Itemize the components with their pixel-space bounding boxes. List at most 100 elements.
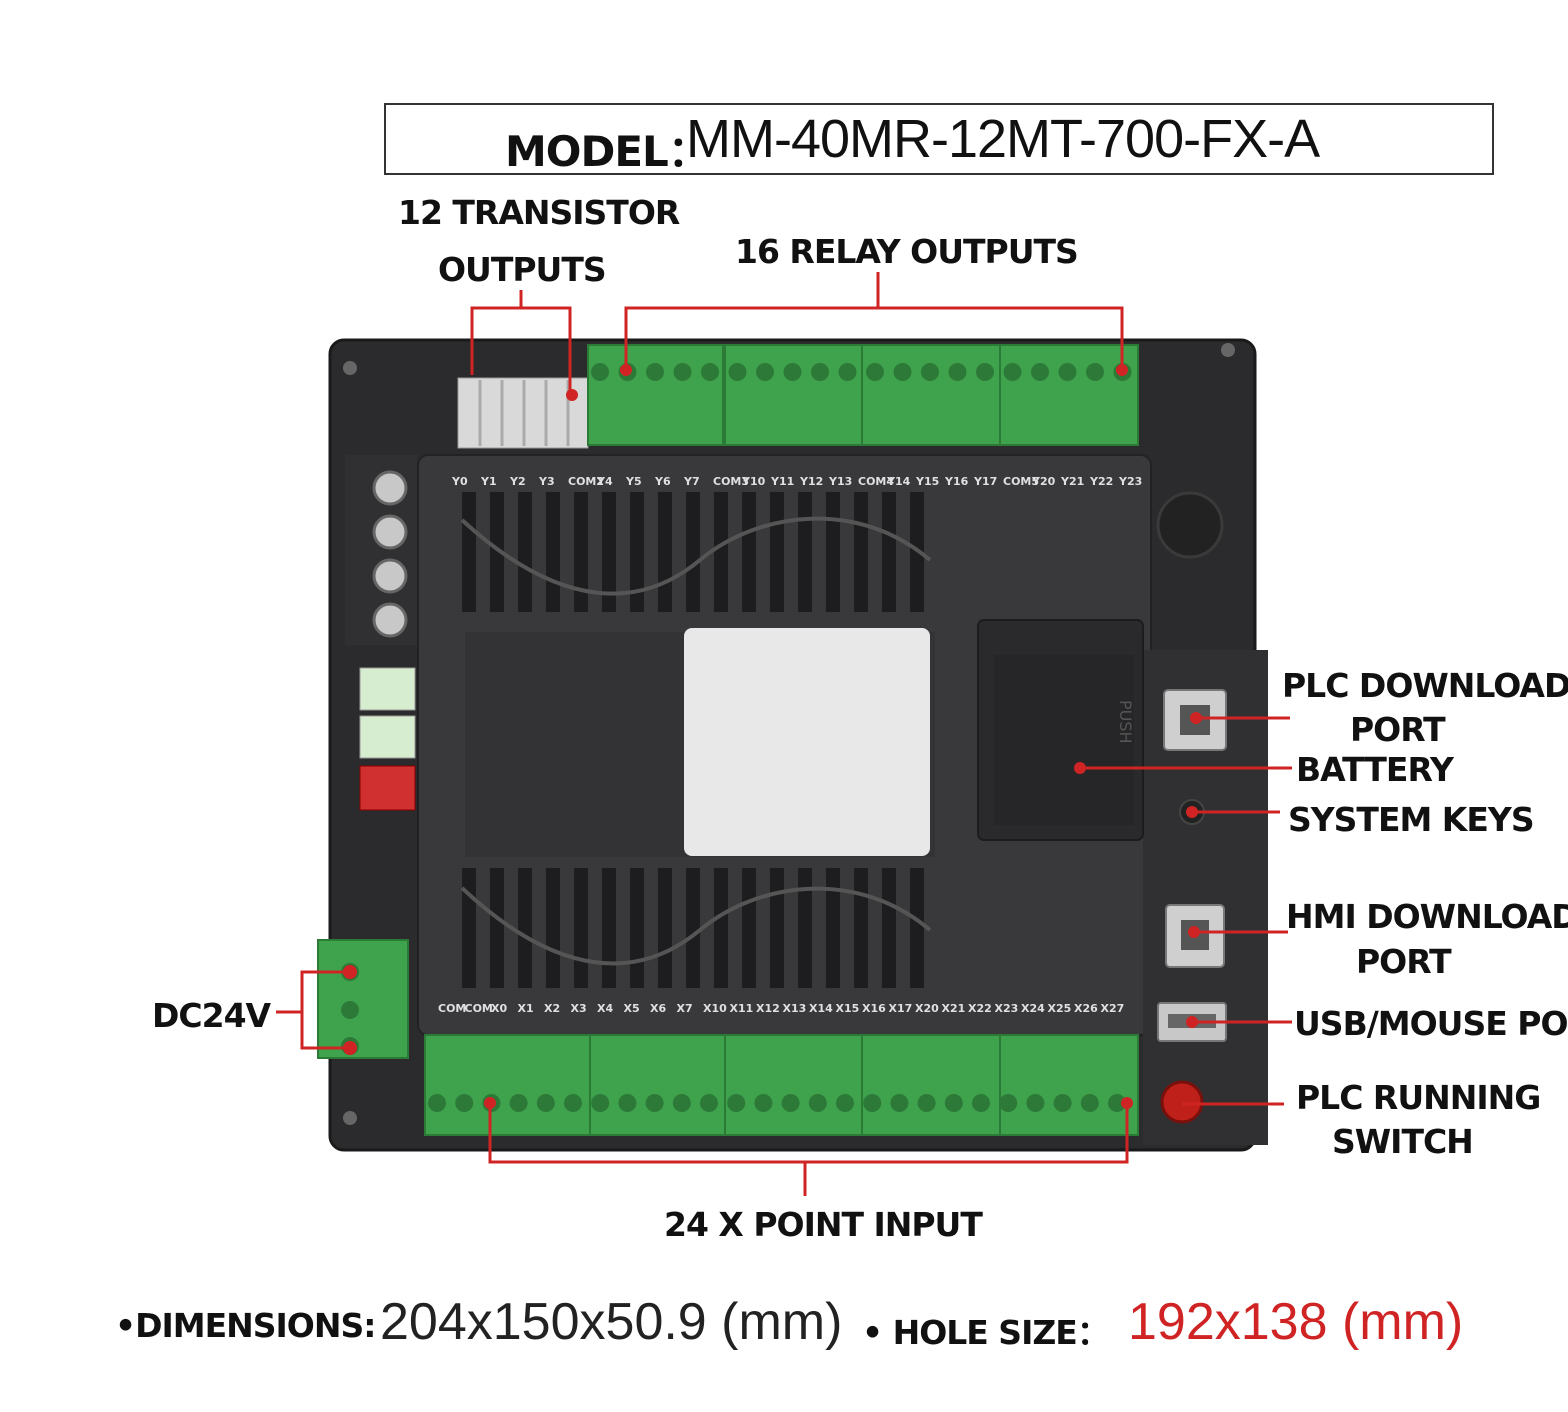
vent-slot xyxy=(462,492,476,612)
bottom-terminal-label: X26 xyxy=(1074,1002,1098,1015)
plc-download-port-label-line1: PLC DOWNLOAD xyxy=(1282,666,1568,705)
vent-slot xyxy=(798,492,812,612)
top-terminal-label: Y22 xyxy=(1089,475,1113,488)
terminal-screw xyxy=(455,1094,474,1112)
top-terminal-label: Y10 xyxy=(741,475,766,488)
transistor-outputs-label-line2: OUTPUTS xyxy=(438,250,607,289)
vent-slot xyxy=(658,492,672,612)
push-marking: PUSH xyxy=(1116,700,1135,744)
top-terminal-label: Y16 xyxy=(944,475,969,488)
terminal-screw xyxy=(808,1094,827,1112)
terminal-screw xyxy=(836,1094,854,1112)
bottom-terminal-label: X23 xyxy=(995,1002,1019,1015)
bottom-terminal-label: X3 xyxy=(571,1002,587,1015)
bottom-terminal-label: X13 xyxy=(783,1002,807,1015)
terminal-screw xyxy=(618,1094,637,1112)
hole-size-value: 192x138 (mm) xyxy=(1128,1293,1464,1351)
comm-connector xyxy=(359,667,416,711)
terminal-screw xyxy=(701,363,719,381)
plc-running-switch-label-line2: SWITCH xyxy=(1332,1122,1474,1161)
terminal-screw xyxy=(944,1094,963,1112)
vent-slot xyxy=(574,492,588,612)
screw-icon xyxy=(343,361,357,375)
bottom-terminal-label: X15 xyxy=(836,1002,860,1015)
vent-grille-top xyxy=(462,492,924,612)
terminal-block xyxy=(999,1034,1139,1136)
dc24v-label: DC24V xyxy=(152,996,271,1035)
terminal-screw xyxy=(972,1094,990,1112)
bottom-terminal-label: X25 xyxy=(1048,1002,1072,1015)
vent-slot xyxy=(882,492,896,612)
vent-slot xyxy=(602,492,616,612)
terminal-screw xyxy=(756,363,774,381)
terminal-screw xyxy=(921,363,939,381)
vent-slot xyxy=(714,868,728,988)
terminal-screw xyxy=(754,1094,773,1112)
bottom-terminal-label: X2 xyxy=(544,1002,560,1015)
bottom-terminal-label: X16 xyxy=(862,1002,886,1015)
top-terminal-label: COM2 xyxy=(568,475,604,488)
terminal-screw xyxy=(645,1094,664,1112)
terminal-screw xyxy=(727,1094,746,1112)
red-connector xyxy=(359,765,416,811)
terminal-block xyxy=(724,344,863,446)
bottom-terminal-label: X0 xyxy=(491,1002,507,1015)
bottom-terminal-label: X5 xyxy=(624,1002,640,1015)
bottom-terminal-label: X7 xyxy=(677,1002,693,1015)
terminal-screw xyxy=(866,363,884,381)
vent-slot xyxy=(630,868,644,988)
terminal-screw xyxy=(1108,1094,1126,1112)
terminal-screw xyxy=(948,363,967,381)
bottom-terminal-label: COM xyxy=(438,1002,466,1015)
screw-terminals xyxy=(372,470,408,638)
model-value: MM-40MR-12MT-700-FX-A xyxy=(686,109,1320,169)
top-terminal-label: COM4 xyxy=(858,475,894,488)
top-terminal-label: Y3 xyxy=(538,475,555,488)
vent-slot xyxy=(490,492,504,612)
vent-slot xyxy=(602,868,616,988)
top-terminal-label: Y6 xyxy=(654,475,671,488)
vent-slot xyxy=(798,868,812,988)
top-terminal-label: Y4 xyxy=(596,475,613,488)
terminal-screw xyxy=(863,1094,882,1112)
top-terminal-label: Y1 xyxy=(480,475,497,488)
top-terminal-label: Y12 xyxy=(799,475,823,488)
terminal-block xyxy=(724,1034,863,1136)
vent-slot xyxy=(462,868,476,988)
vent-slot xyxy=(826,492,840,612)
model-box xyxy=(384,103,1494,175)
bottom-terminal-label: COM xyxy=(465,1002,493,1015)
input-terminal-blocks xyxy=(424,1034,1139,1136)
top-terminal-label: Y7 xyxy=(683,475,700,488)
relay-terminal-blocks xyxy=(587,344,1139,446)
callout-lines xyxy=(276,272,1292,1196)
vent-slot xyxy=(910,868,924,988)
terminal-screw xyxy=(536,1094,555,1112)
top-terminal-label: COM5 xyxy=(1003,475,1039,488)
terminal-screw xyxy=(672,1094,691,1112)
dc24v-terminal-block xyxy=(317,939,409,1059)
vent-slot xyxy=(574,868,588,988)
relay-outputs-label: 16 RELAY OUTPUTS xyxy=(735,232,1079,271)
screw-icon xyxy=(343,1111,357,1125)
callout-dots xyxy=(343,364,1202,1109)
bottom-terminal-label: X14 xyxy=(809,1002,833,1015)
bottom-terminal-label: X21 xyxy=(942,1002,966,1015)
vent-slot xyxy=(882,868,896,988)
hmi-download-port-label-line1: HMI DOWNLOAD xyxy=(1286,897,1568,936)
screw-icon xyxy=(1221,343,1235,357)
top-terminal-label: Y11 xyxy=(770,475,794,488)
terminal-screw xyxy=(728,363,747,381)
terminal-screw xyxy=(781,1094,800,1112)
terminal-screw xyxy=(1086,363,1104,381)
terminal-screw xyxy=(811,363,829,381)
battery-label: BATTERY xyxy=(1296,750,1454,789)
terminal-screw xyxy=(1003,363,1022,381)
top-terminal-label: COM3 xyxy=(713,475,749,488)
terminal-block xyxy=(999,344,1139,446)
label-sticker xyxy=(684,628,930,856)
vent-slot xyxy=(518,868,532,988)
plc-download-port-label-line2: PORT xyxy=(1350,710,1446,749)
vent-grille-bottom xyxy=(462,868,924,988)
